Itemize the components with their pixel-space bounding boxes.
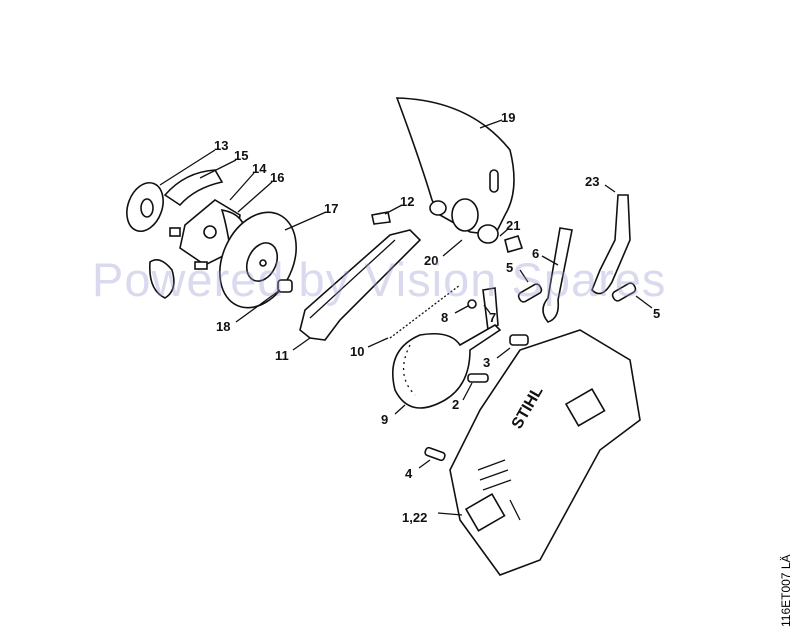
- callout-5: 5: [506, 260, 513, 275]
- leader-lines: [159, 119, 653, 516]
- callout-6: 6: [532, 246, 539, 261]
- callout-17: 17: [324, 201, 338, 216]
- callout-11: 11: [275, 348, 289, 363]
- part-clutch-shoe: [148, 169, 224, 299]
- part-pin: [611, 282, 637, 302]
- part-clutch-drum: [219, 211, 297, 309]
- callout-15: 15: [234, 148, 248, 163]
- drawing-code: 116ET007 LÄ: [779, 554, 793, 628]
- callout-1-22: 1,22: [402, 510, 427, 525]
- callout-21: 21: [506, 218, 520, 233]
- part-spring: [389, 284, 461, 339]
- callout-labels: 13 15 14 16 17 12 19 23 21 6 20 5 5 18 8…: [214, 110, 660, 525]
- watermark: Powered by Vision Spares: [92, 253, 667, 306]
- part-cover-plate: [395, 97, 515, 244]
- part-clutch-washer: [126, 181, 164, 233]
- part-lever-23: [591, 194, 631, 295]
- part-screw: [371, 211, 391, 225]
- callout-16: 16: [270, 170, 284, 185]
- part-chain-guard: [299, 229, 422, 341]
- callout-5-right: 5: [653, 306, 660, 321]
- callout-2: 2: [452, 397, 459, 412]
- part-lever: [482, 287, 499, 332]
- callout-23: 23: [585, 174, 599, 189]
- callout-12: 12: [400, 194, 414, 209]
- part-pin: [424, 446, 446, 462]
- part-sprocket-cover: STIHL: [449, 329, 641, 576]
- part-washer: [467, 299, 477, 309]
- callout-3: 3: [483, 355, 490, 370]
- part-pin: [517, 283, 543, 303]
- callout-14: 14: [252, 161, 267, 176]
- callout-20: 20: [424, 253, 438, 268]
- callout-7: 7: [489, 310, 496, 325]
- part-brake-band: [391, 324, 502, 409]
- part-lever-6: [542, 227, 573, 323]
- callout-10: 10: [350, 344, 364, 359]
- part-bolt: [504, 235, 524, 253]
- part-pin: [467, 373, 489, 383]
- callout-9: 9: [381, 412, 388, 427]
- callout-4: 4: [405, 466, 413, 481]
- callout-8: 8: [441, 310, 448, 325]
- callout-18: 18: [216, 319, 230, 334]
- callout-13: 13: [214, 138, 228, 153]
- part-screw: [509, 334, 529, 346]
- callout-19: 19: [501, 110, 515, 125]
